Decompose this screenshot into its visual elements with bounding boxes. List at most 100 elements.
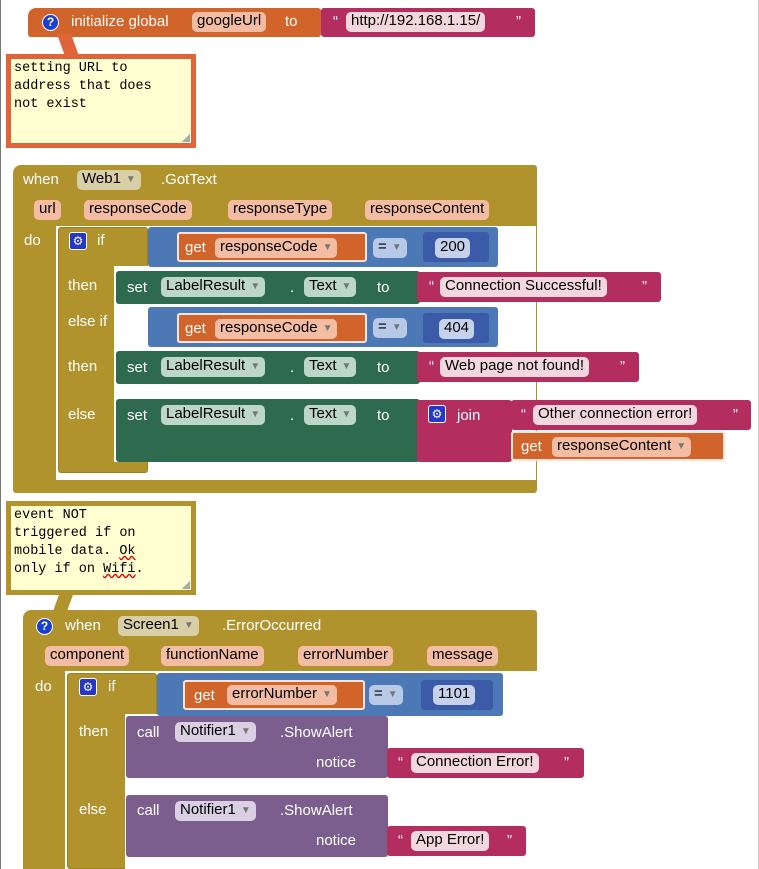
quote-close: ”: [516, 13, 521, 30]
text-field-app-error[interactable]: App Error!: [411, 831, 490, 851]
dot-label: .: [290, 359, 295, 376]
dropdown-arrow-icon: ▼: [676, 441, 687, 452]
quote-close: ”: [620, 358, 625, 375]
join-mutator-gear-icon[interactable]: ⚙: [428, 405, 446, 423]
component-dropdown-labelresult-3[interactable]: LabelResult▼: [161, 405, 266, 425]
comment-misspelled-wifi[interactable]: Wifi: [103, 562, 136, 577]
quote-close: ”: [564, 754, 569, 771]
comment-line-4[interactable]: only if on: [14, 562, 104, 577]
dropdown-arrow-icon: ▼: [183, 620, 194, 631]
notifier-showalert-block-2[interactable]: [126, 795, 388, 857]
dropdown-arrow-icon: ▼: [240, 726, 251, 737]
else-label: else: [79, 801, 107, 818]
equals-operator-dropdown[interactable]: =▼: [373, 238, 407, 258]
dropdown-arrow-icon: ▼: [341, 281, 352, 292]
equals-operator-dropdown-3[interactable]: =▼: [369, 685, 403, 705]
notice-label: notice: [316, 832, 357, 849]
comment-line-4-end[interactable]: .: [135, 562, 144, 577]
component-dropdown-notifier1[interactable]: Notifier1▼: [175, 722, 256, 742]
else-label: else: [68, 406, 96, 423]
comment-resize-handle[interactable]: [182, 581, 190, 589]
component-dropdown-screen1[interactable]: Screen1▼: [118, 616, 199, 636]
quote-open: “: [398, 832, 403, 849]
number-field-200[interactable]: 200: [435, 238, 471, 258]
initialize-global-block[interactable]: [28, 8, 321, 37]
help-icon[interactable]: ?: [42, 14, 59, 31]
method-label: .ShowAlert: [280, 724, 353, 741]
text-field-other-error[interactable]: Other connection error!: [533, 405, 698, 425]
comment-misspelled-ok[interactable]: Ok: [119, 544, 136, 559]
notifier-showalert-block-1[interactable]: [126, 716, 388, 778]
event-name-label: .ErrorOccurred: [222, 617, 322, 634]
dropdown-arrow-icon: ▼: [250, 409, 261, 420]
quote-close: ”: [507, 832, 512, 849]
do-label: do: [35, 678, 52, 695]
var-dropdown-responsecode[interactable]: responseCode▼: [215, 238, 338, 258]
get-label: get: [185, 239, 206, 256]
param-responsecontent[interactable]: responseContent: [365, 200, 490, 220]
property-dropdown-text-2[interactable]: Text▼: [304, 357, 357, 377]
text-field-connection-error[interactable]: Connection Error!: [411, 753, 539, 773]
number-field-1101[interactable]: 1101: [433, 685, 476, 705]
comment-bubble-2[interactable]: event NOT triggered if on mobile data. O…: [6, 501, 196, 595]
global-var-name-field[interactable]: googleUrl: [192, 12, 267, 32]
param-functionname[interactable]: functionName: [161, 646, 264, 666]
notice-label: notice: [316, 754, 357, 771]
comment-bubble[interactable]: setting URL to address that does not exi…: [6, 54, 196, 148]
component-dropdown[interactable]: Web1▼: [77, 170, 141, 190]
param-errornumber[interactable]: errorNumber: [298, 646, 394, 666]
dropdown-arrow-icon: ▼: [125, 174, 136, 185]
comment-connector: [56, 34, 80, 56]
quote-open: “: [398, 754, 403, 771]
property-dropdown-text[interactable]: Text▼: [304, 277, 357, 297]
comment-text[interactable]: setting URL to address that does not exi…: [14, 61, 152, 112]
quote-close: ”: [642, 278, 647, 295]
comment-line-3[interactable]: mobile data.: [14, 544, 120, 559]
mutator-gear-icon[interactable]: ⚙: [69, 232, 87, 250]
property-dropdown-text-3[interactable]: Text▼: [304, 405, 357, 425]
param-responsetype[interactable]: responseType: [228, 200, 333, 220]
comment-line-1[interactable]: event NOT: [14, 508, 87, 523]
param-url[interactable]: url: [34, 200, 61, 220]
param-component[interactable]: component: [45, 646, 130, 666]
component-dropdown-labelresult[interactable]: LabelResult▼: [161, 277, 266, 297]
dropdown-arrow-icon: ▼: [322, 323, 333, 334]
get-label: get: [521, 438, 542, 455]
param-responsecode[interactable]: responseCode: [84, 200, 192, 220]
component-dropdown-labelresult-2[interactable]: LabelResult▼: [161, 357, 266, 377]
text-field-success[interactable]: Connection Successful!: [440, 277, 607, 297]
quote-open: “: [429, 358, 434, 375]
var-dropdown-responsecontent[interactable]: responseContent▼: [552, 437, 692, 457]
component-dropdown-notifier1-2[interactable]: Notifier1▼: [175, 801, 256, 821]
number-field-404[interactable]: 404: [439, 319, 475, 339]
dropdown-arrow-icon: ▼: [391, 322, 402, 333]
dropdown-arrow-icon: ▼: [341, 409, 352, 420]
to-label: to: [377, 407, 390, 424]
to-label: to: [377, 359, 390, 376]
do-label: do: [24, 232, 41, 249]
var-dropdown-errornumber[interactable]: errorNumber▼: [227, 685, 337, 705]
call-label: call: [137, 724, 160, 741]
comment-line-2[interactable]: triggered if on: [14, 526, 136, 541]
call-label: call: [137, 802, 160, 819]
url-text-field[interactable]: http://192.168.1.15/: [346, 12, 486, 32]
var-dropdown-responsecode-2[interactable]: responseCode▼: [215, 319, 338, 339]
comment-resize-handle[interactable]: [182, 134, 190, 142]
set-label: set: [127, 407, 148, 424]
when-label: when: [65, 617, 101, 634]
get-label: get: [185, 320, 206, 337]
set-label: set: [127, 359, 148, 376]
dropdown-arrow-icon: ▼: [250, 281, 261, 292]
dropdown-arrow-icon: ▼: [322, 689, 332, 700]
to-label: to: [377, 279, 390, 296]
param-message[interactable]: message: [427, 646, 498, 666]
event-name-label: .GotText: [161, 171, 217, 188]
text-field-notfound[interactable]: Web page not found!: [440, 357, 589, 377]
method-label: .ShowAlert: [280, 802, 353, 819]
equals-operator-dropdown-2[interactable]: =▼: [373, 318, 407, 338]
quote-open: “: [521, 406, 526, 423]
mutator-gear-icon[interactable]: ⚙: [79, 678, 97, 696]
dot-label: .: [290, 279, 295, 296]
help-icon[interactable]: ?: [36, 618, 53, 635]
